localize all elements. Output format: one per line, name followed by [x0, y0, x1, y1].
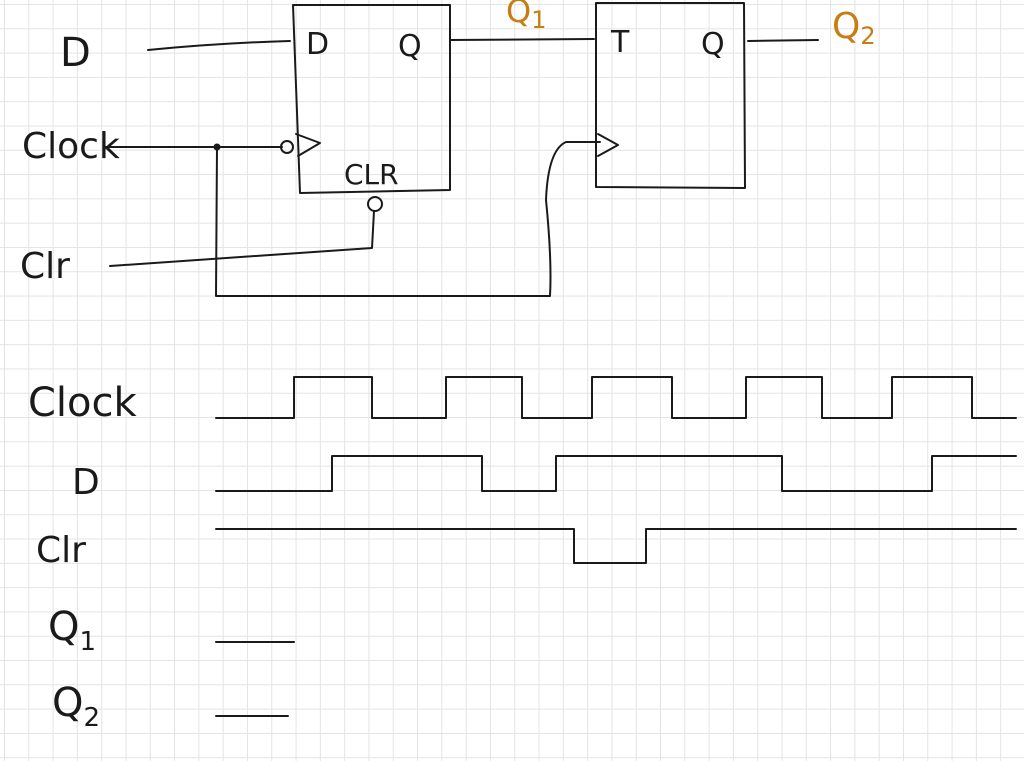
q1-output-label: Q1: [506, 0, 546, 34]
wire-clock-to-tff: [215, 141, 601, 297]
d-flip-flop-clr-pin: CLR: [344, 158, 399, 191]
d-flip-flop: D Q CLR: [280, 4, 451, 212]
input-label-clr: Clr: [20, 246, 70, 287]
t-flip-flop-box: [595, 2, 746, 189]
timing-label-q1: Q1: [48, 604, 96, 657]
waveform-d: [215, 455, 1017, 492]
d-flip-flop-q-pin: Q: [398, 29, 422, 64]
wire-q1-to-t: [449, 38, 595, 41]
wire-q2-output: [747, 39, 819, 42]
t-flip-flop-q-pin: Q: [701, 27, 725, 62]
waveform-clr: [215, 528, 1017, 564]
t-flip-flop-t-pin: T: [610, 25, 630, 60]
wire-clr-input: [109, 210, 375, 267]
d-flip-flop-clock-triangle: [295, 133, 321, 157]
t-flip-flop-clock-triangle: [597, 133, 619, 157]
timing-label-q2: Q2: [52, 680, 100, 733]
d-flip-flop-box: [292, 4, 451, 194]
timing-label-d: D: [72, 462, 100, 503]
input-label-d: D: [60, 30, 91, 76]
timing-label-clr: Clr: [36, 530, 86, 571]
d-flip-flop-clr-bubble: [367, 196, 383, 212]
t-flip-flop: T Q: [595, 2, 746, 189]
timing-label-clock: Clock: [28, 380, 138, 426]
wire-d-input: [147, 40, 291, 51]
d-flip-flop-d-pin: D: [306, 27, 329, 62]
q2-output-label: Q2: [832, 6, 876, 50]
circuit-diagram: D Clock Clr D Q CLR T Q Q1: [20, 0, 876, 297]
waveform-clock: [215, 376, 1017, 419]
input-label-clock: Clock: [22, 126, 120, 167]
